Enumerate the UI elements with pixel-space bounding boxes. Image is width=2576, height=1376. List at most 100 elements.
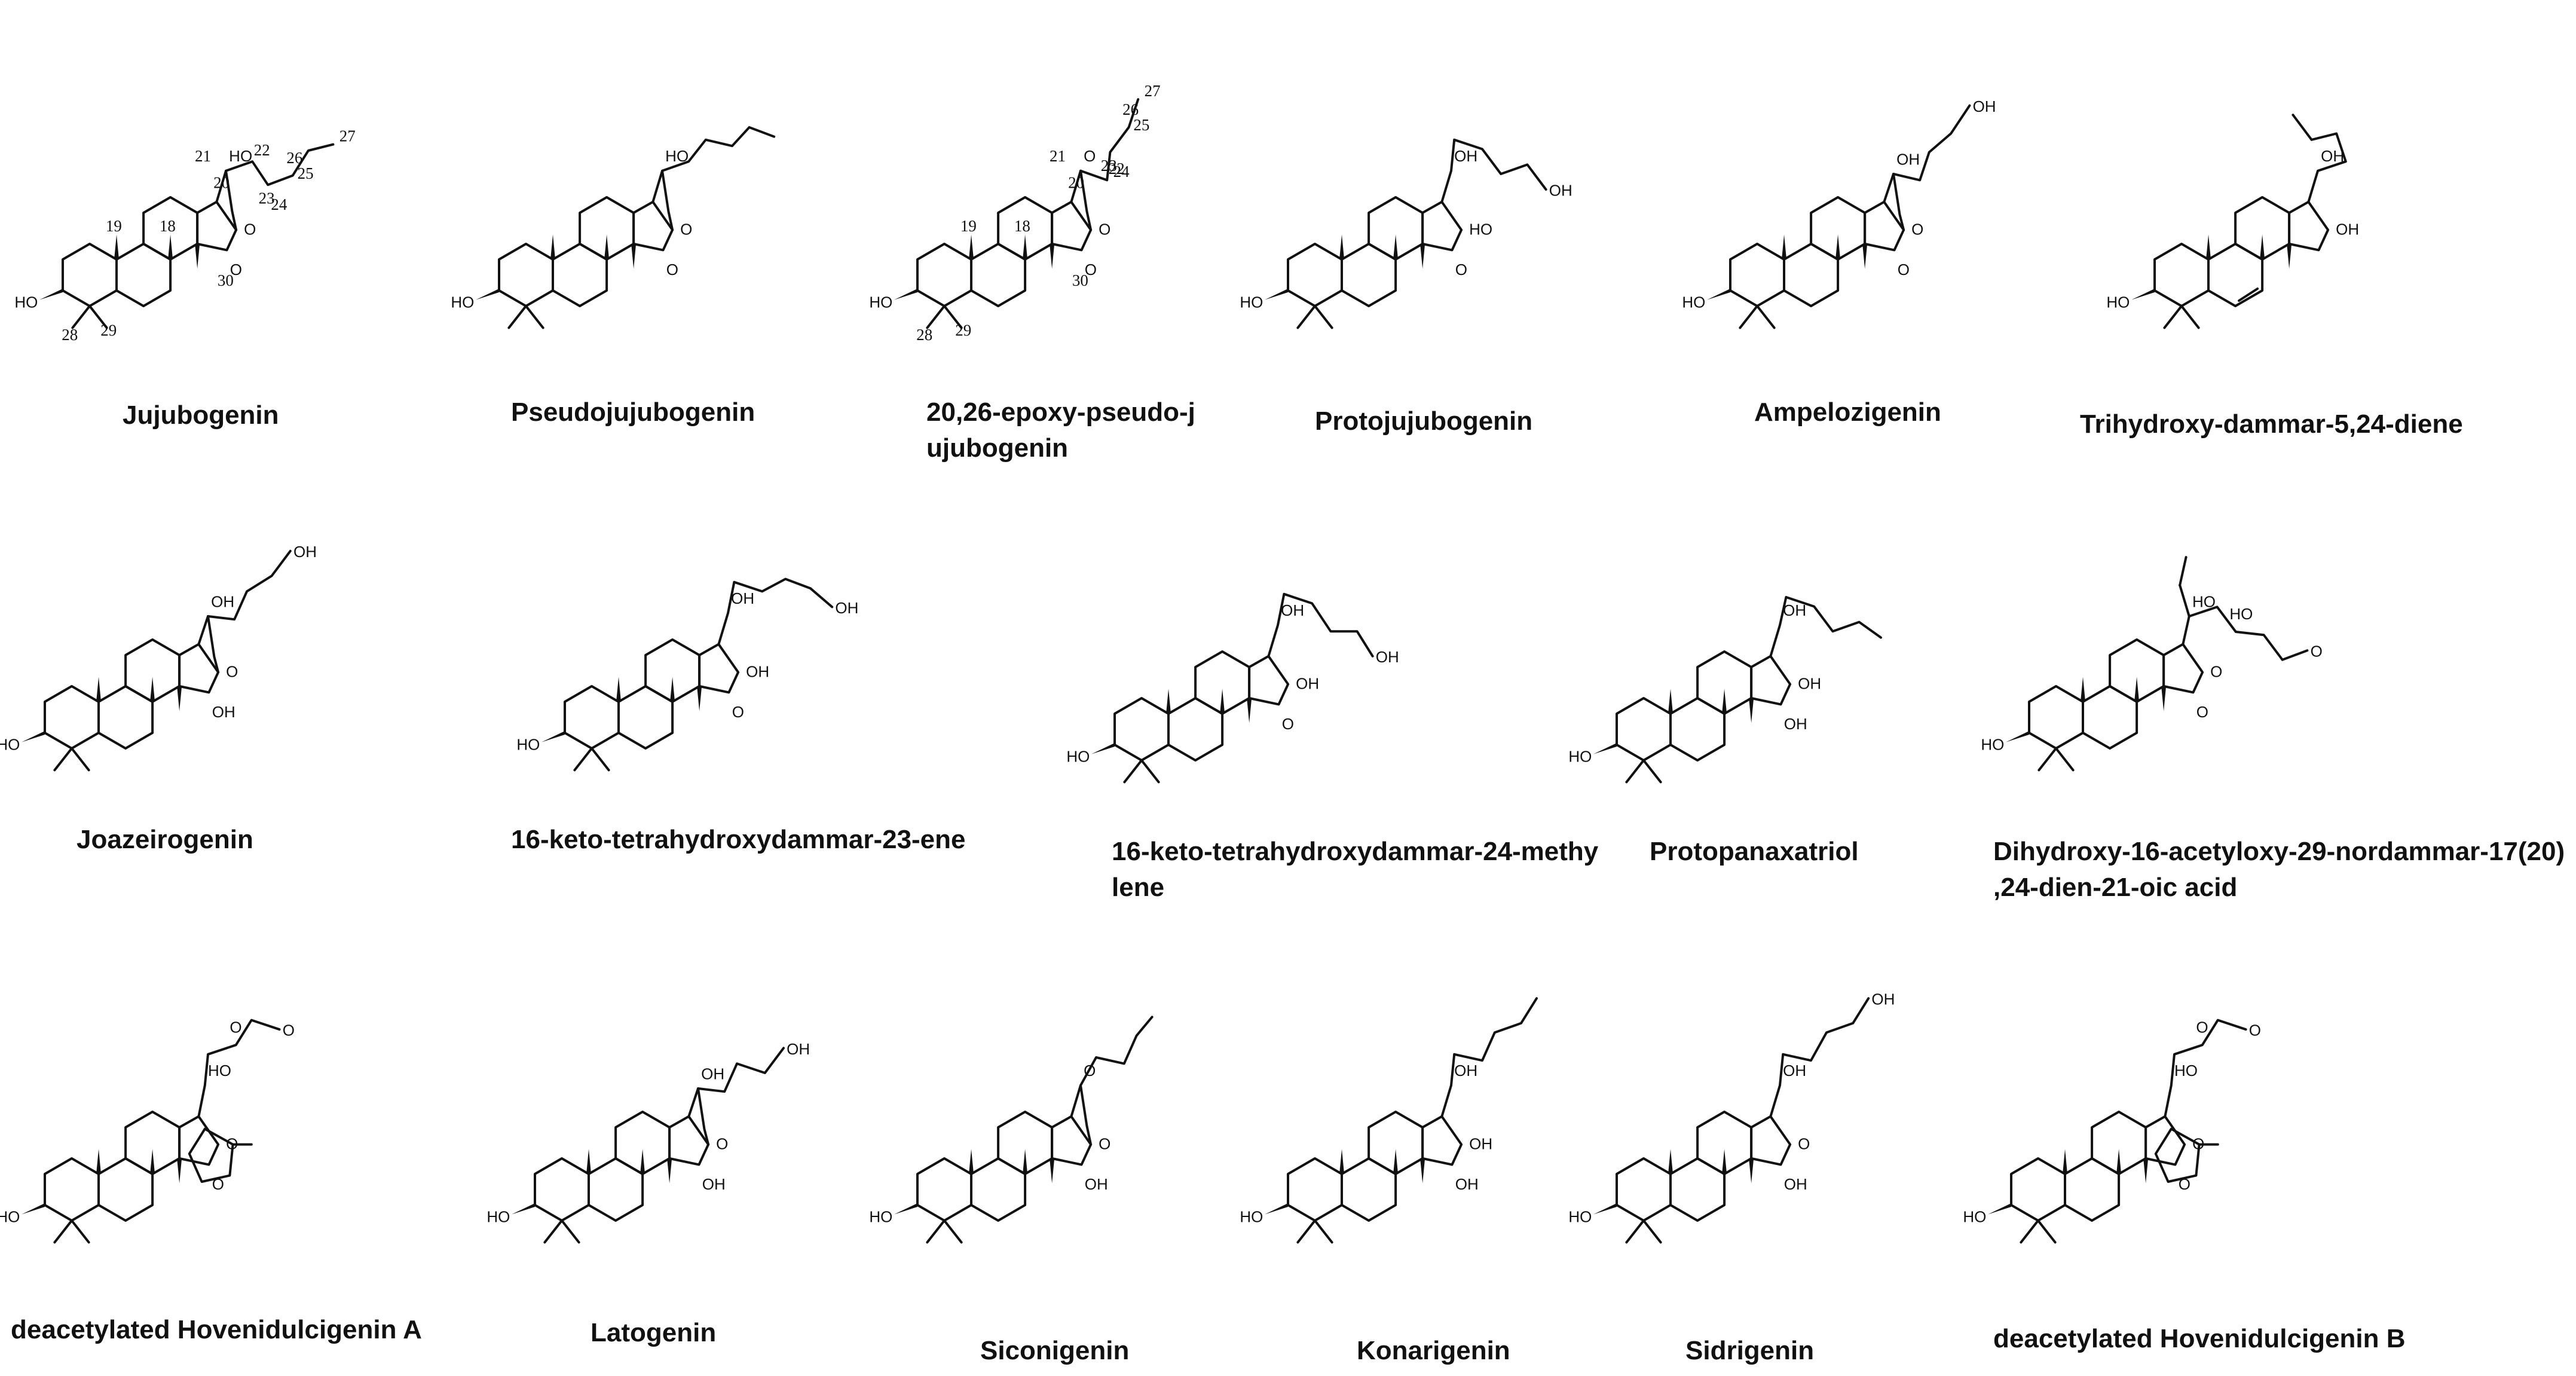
lactone-ring (2154, 1127, 2201, 1183)
methyl-wedge (640, 1149, 645, 1174)
compound-name: Siconigenin (980, 1336, 1130, 1365)
methyl-wedge (114, 234, 120, 259)
side-chain (2164, 1019, 2247, 1118)
carbon-number: 22 (1109, 160, 1125, 178)
carbon-number: 22 (254, 141, 270, 159)
compound-name: Pseudojujubogenin (511, 397, 755, 427)
carbon-number: 26 (1122, 100, 1139, 118)
ring-a (1729, 243, 1785, 307)
compound-name: deacetylated Hovenidulcigenin B (1993, 1324, 2406, 1353)
side-chain (197, 549, 292, 646)
ring-d (668, 1115, 710, 1166)
compound-name: Protojujubogenin (1315, 406, 1533, 436)
methyl-wedge (1247, 698, 1252, 723)
hydroxyl-label: OH (1973, 97, 1996, 115)
methyl-wedge (1393, 1149, 1399, 1174)
ring-d (1051, 1115, 1093, 1166)
carbon-number: 21 (1050, 147, 1066, 165)
methyl-wedge (670, 677, 675, 702)
carbon-number: 23 (259, 189, 275, 207)
side-chain (1883, 104, 1971, 203)
ring-b (1669, 1157, 1726, 1222)
carbon-number: 20 (213, 173, 230, 191)
methyl-wedge (177, 686, 182, 711)
hydroxyl-label: HO (451, 293, 474, 311)
oxygen-label: O (2196, 1018, 2208, 1036)
ether-bridge (1892, 173, 1905, 231)
ring-a (44, 1157, 100, 1222)
ether-bridge (1079, 169, 1093, 231)
hydroxyl-label: OH (1469, 1135, 1492, 1152)
hydroxyl-label: OH (1376, 648, 1399, 666)
carbon-number: 27 (339, 127, 356, 145)
ring-d (698, 643, 740, 694)
oxygen-label: O (2192, 1135, 2204, 1152)
oxygen-label: O (1084, 147, 1096, 165)
side-chain (1070, 98, 1140, 203)
methyl-wedge (969, 1149, 974, 1174)
compound-name: Sidrigenin (1685, 1336, 1815, 1365)
ring-b (1783, 243, 1840, 307)
methyl-wedge (1166, 689, 1171, 714)
oxygen-label: O (1798, 1135, 1810, 1152)
hydroxyl-label: OH (787, 1040, 810, 1058)
hydroxyl-label: OH (702, 1175, 726, 1193)
hydroxyl-label: OH (1871, 990, 1895, 1008)
compound-name: Latogenin (591, 1318, 717, 1347)
ring-b (1341, 243, 1397, 307)
ring-b (970, 243, 1027, 307)
hydroxyl-label: OH (1281, 601, 1304, 619)
hydroxyl-label: HO (869, 1208, 892, 1226)
oxygen-label: O (230, 1018, 241, 1036)
oxygen-label: O (666, 261, 678, 279)
ring-a (62, 243, 118, 307)
methyl-wedge (150, 677, 155, 702)
oxygen-label: O (283, 1022, 295, 1039)
ring-a (2028, 685, 2084, 750)
methyl-wedge (604, 234, 610, 259)
oxygen-label: O (1282, 715, 1294, 733)
ring-d (178, 643, 220, 694)
methyl-wedge (195, 244, 200, 269)
carbon-number: 30 (218, 271, 234, 289)
side-chain (1769, 596, 1882, 658)
carbon-number: 21 (195, 147, 211, 165)
carbon-number: 28 (916, 326, 932, 344)
ring-d (1864, 200, 1905, 252)
hydroxyl-label: HO (1240, 293, 1263, 311)
methyl-wedge (96, 677, 102, 702)
hydroxyl-label: OH (2321, 147, 2344, 165)
ring-d (1248, 655, 1290, 706)
ether-bridge (225, 169, 238, 231)
methyl-wedge (1050, 244, 1055, 269)
methyl-wedge (1393, 234, 1399, 259)
hydroxyl-label: OH (1896, 150, 1920, 168)
hydroxyl-label: HO (869, 293, 892, 311)
methyl-wedge (1835, 234, 1841, 259)
hydroxyl-label: OH (293, 543, 317, 561)
methyl-wedge (1420, 1158, 1425, 1184)
compound-name: Trihydroxy-dammar-5,24-diene (2080, 409, 2463, 439)
carbon-number: 24 (1113, 163, 1130, 181)
ring-d (632, 200, 674, 252)
hydroxyl-label: OH (1783, 1062, 1806, 1080)
methyl-wedge (1050, 1158, 1055, 1184)
ring-a (916, 243, 972, 307)
ring-a (1287, 243, 1343, 307)
